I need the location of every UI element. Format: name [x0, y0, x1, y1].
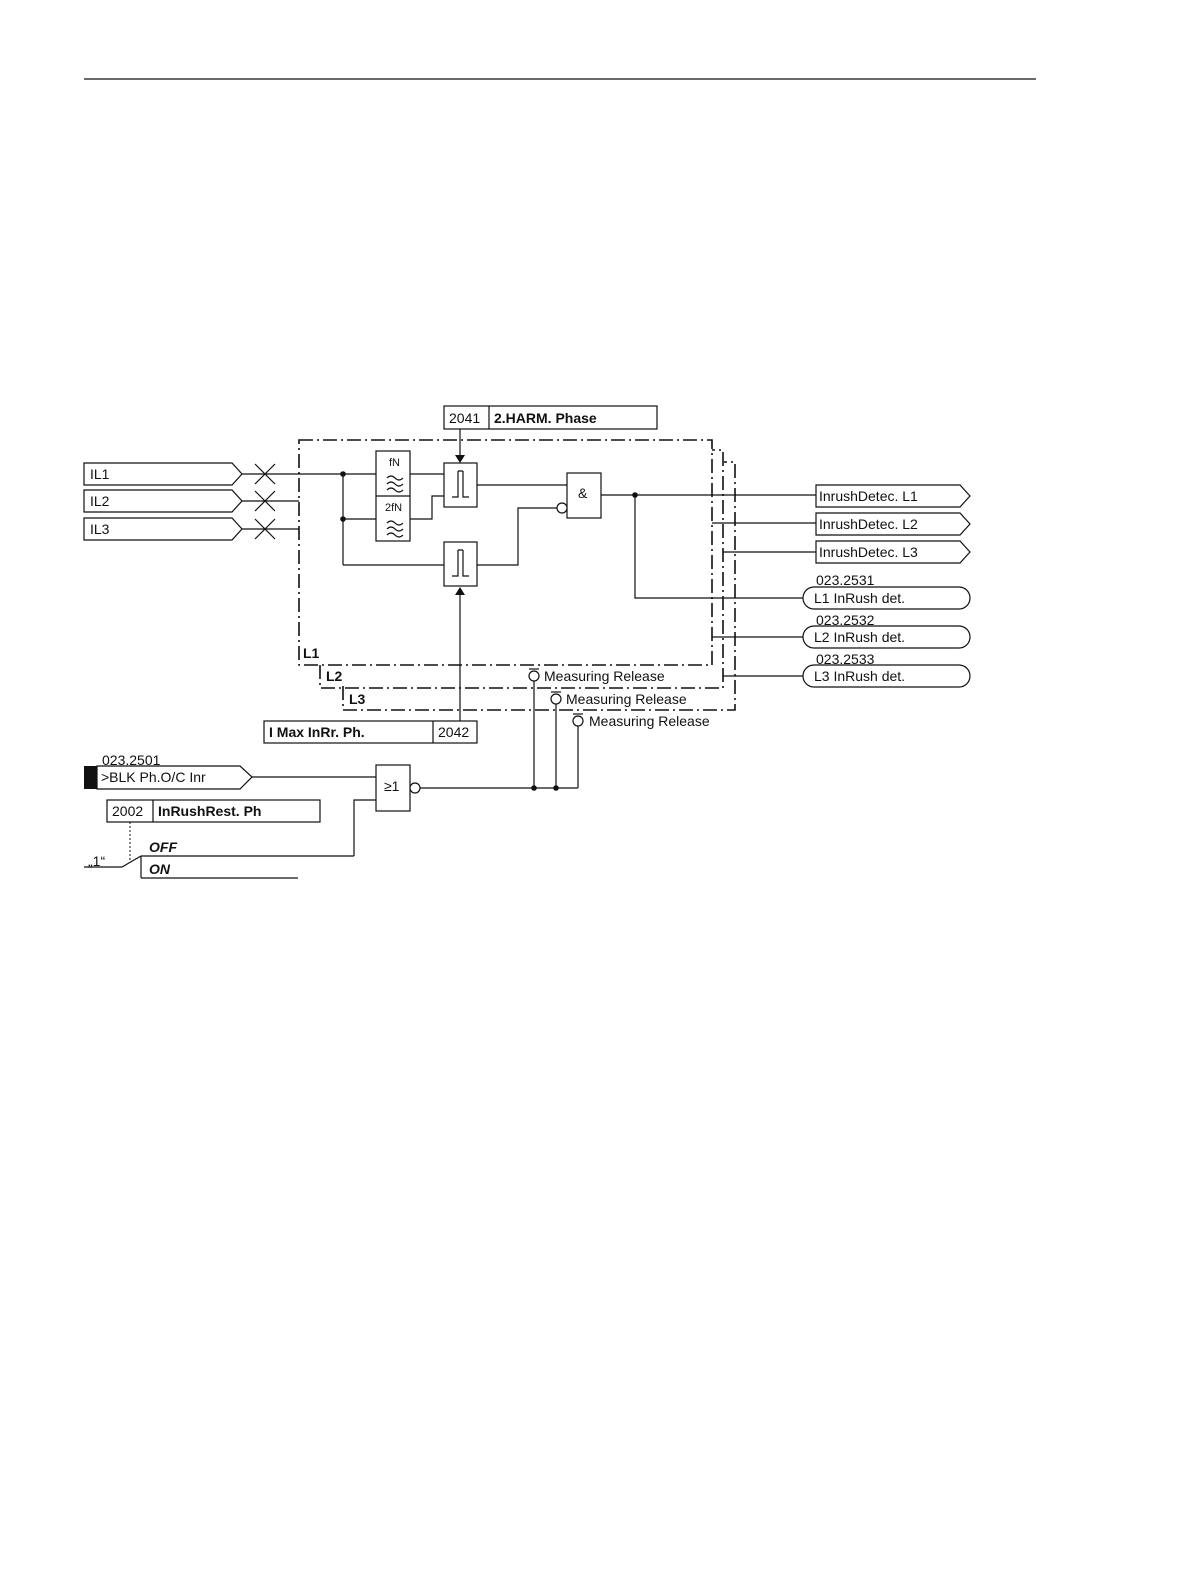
- or-gate-label: ≥1: [384, 778, 400, 794]
- output-detec-l3-label: InrushDetec. L3: [819, 544, 918, 560]
- output-det-l1-label: L1 InRush det.: [814, 590, 905, 606]
- output-detec-l2: InrushDetec. L2: [815, 512, 971, 536]
- output-wires: [601, 492, 816, 677]
- output-detec-l2-label: InrushDetec. L2: [819, 516, 918, 532]
- switch-const: „1“: [88, 853, 105, 869]
- input-wires: [242, 463, 444, 566]
- output-det-l2: 023.2532 L2 InRush det.: [802, 612, 971, 649]
- measuring-release-l1-label: Measuring Release: [544, 668, 665, 684]
- region-l1: [298, 439, 713, 666]
- filter-fn-label: fN: [389, 457, 400, 469]
- measuring-release-l2-label: Measuring Release: [566, 691, 687, 707]
- block-input-addr: 023.2501: [102, 752, 161, 768]
- threshold-imax: [443, 541, 478, 587]
- filter-block: fN 2fN: [375, 450, 411, 542]
- or-gate: ≥1: [375, 764, 411, 812]
- param-2042-label: I Max InRr. Ph.: [269, 724, 365, 740]
- filter-2fn-label: 2fN: [385, 502, 402, 514]
- input-il1: IL1: [83, 462, 243, 486]
- and-gate-label: &: [578, 485, 588, 501]
- input-label-il3: IL3: [90, 521, 110, 537]
- switch-on: ON: [149, 861, 171, 877]
- region-label-l2: L2: [326, 668, 343, 684]
- output-det-l1-addr: 023.2531: [816, 572, 875, 588]
- measuring-release-l3-label: Measuring Release: [589, 713, 710, 729]
- threshold-harmonic: [443, 462, 478, 508]
- measuring-release-l2: Measuring Release: [550, 691, 687, 707]
- param-2042-addr: 2042: [438, 724, 469, 740]
- region-label-l1: L1: [303, 645, 320, 661]
- param-2042[interactable]: I Max InRr. Ph. 2042: [263, 720, 478, 744]
- output-det-l3: 023.2533 L3 InRush det.: [802, 651, 971, 688]
- param-2041-label: 2.HARM. Phase: [494, 410, 597, 426]
- param-2041[interactable]: 2041 2.HARM. Phase: [443, 405, 658, 430]
- output-detec-l1-label: InrushDetec. L1: [819, 488, 918, 504]
- release-wires: [420, 681, 579, 791]
- measuring-release-l1: Measuring Release: [528, 668, 665, 684]
- switch: „1“ OFF ON: [84, 822, 354, 879]
- and-gate: &: [566, 472, 602, 519]
- region-l3: [342, 461, 736, 711]
- output-det-l3-label: L3 InRush det.: [814, 668, 905, 684]
- block-input-label: >BLK Ph.O/C Inr: [101, 769, 206, 785]
- param-2002-addr: 2002: [112, 803, 143, 819]
- region-label-l3: L3: [349, 691, 366, 707]
- phase-regions: [298, 439, 736, 711]
- block-input: 023.2501 >BLK Ph.O/C Inr: [84, 752, 253, 790]
- param-2041-addr: 2041: [449, 410, 480, 426]
- output-det-l3-addr: 023.2533: [816, 651, 875, 667]
- output-detec-l1: InrushDetec. L1: [815, 484, 971, 508]
- input-label-il2: IL2: [90, 493, 110, 509]
- output-det-l1: 023.2531 L1 InRush det.: [802, 572, 971, 610]
- output-det-l2-label: L2 InRush det.: [814, 629, 905, 645]
- output-det-l2-addr: 023.2532: [816, 612, 875, 628]
- input-il3: IL3: [83, 517, 243, 541]
- region-l2: [319, 449, 724, 689]
- param-2002[interactable]: 2002 InRushRest. Ph: [106, 799, 321, 823]
- input-il2: IL2: [83, 489, 243, 513]
- switch-off: OFF: [149, 839, 177, 855]
- param-2002-label: InRushRest. Ph: [158, 803, 261, 819]
- output-detec-l3: InrushDetec. L3: [815, 540, 971, 564]
- measuring-release-l3: Measuring Release: [572, 713, 710, 729]
- input-label-il1: IL1: [90, 466, 110, 482]
